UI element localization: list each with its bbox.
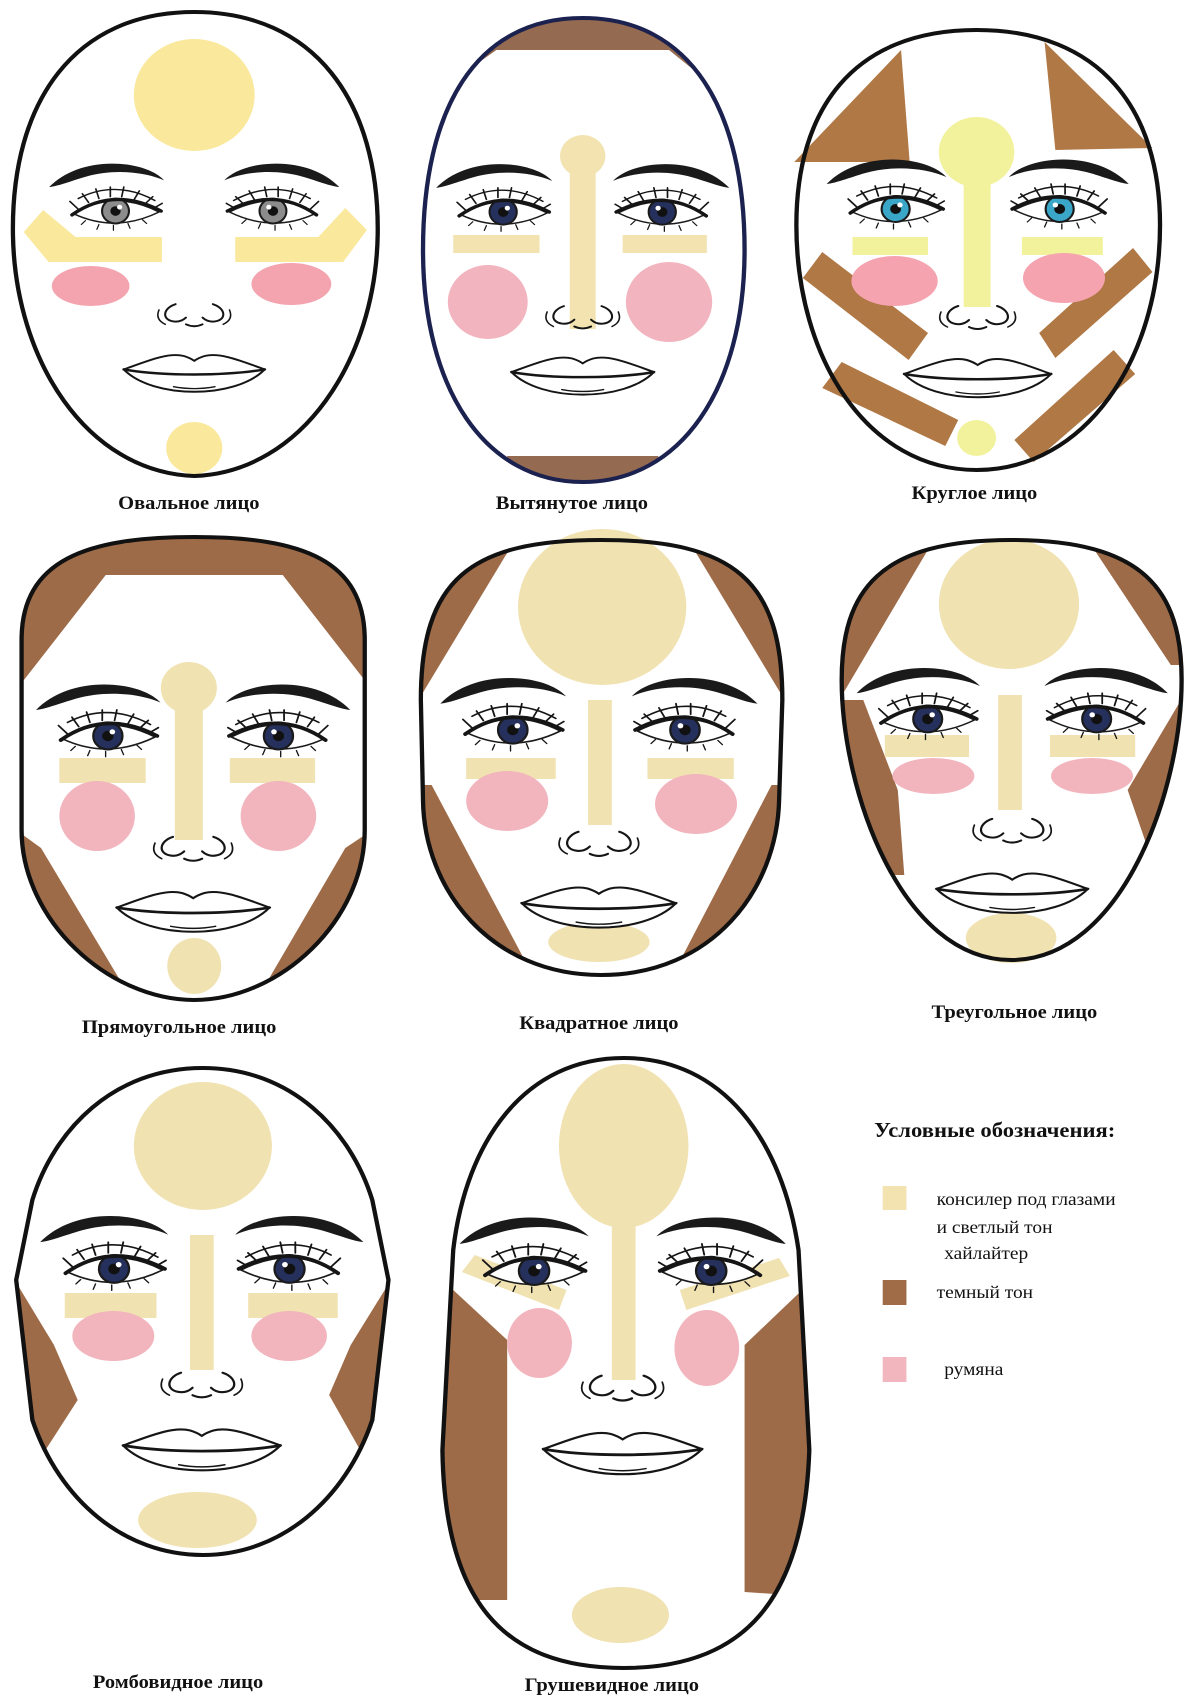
chin-highlight [572,1587,669,1643]
forehead-highlight [939,539,1079,669]
nose-highlight [175,688,203,840]
legend-swatch-highlight [883,1186,907,1210]
under-eye-highlight-left [852,237,928,255]
legend-label-highlight: и светлый тон [937,1218,1053,1238]
under-eye-highlight-right [623,235,707,253]
face-caption: Вытянутое лицо [496,493,648,514]
cheek-blush-right [674,1310,739,1386]
cheek-blush-right [241,781,317,851]
cheek-blush-right [1023,253,1105,303]
face-caption: Треугольное лицо [931,1002,1097,1023]
legend-label-highlight: консилер под глазами [937,1190,1116,1210]
cheek-blush-right [251,1311,327,1361]
legend-label-highlight: хайлайтер [944,1244,1028,1264]
cheek-blush-left [851,256,937,306]
cheek-blush-left [507,1308,572,1378]
face-pear: Грушевидное лицо [432,1058,818,1696]
face-caption: Грушевидное лицо [525,1675,699,1696]
face-caption: Овальное лицо [118,493,259,514]
face-caption: Круглое лицо [912,483,1038,504]
forehead-highlight [134,1082,272,1210]
chin-highlight [166,422,222,474]
under-eye-highlight-left [885,735,969,757]
chin-highlight [167,938,221,994]
face-caption: Ромбовидное лицо [93,1672,263,1693]
cheek-blush-right [1051,758,1133,794]
nose-highlight [570,156,596,329]
cheek-blush-right [626,262,712,342]
cheek-blush-right [655,774,737,834]
legend-title: Условные обозначения: [874,1119,1115,1142]
forehead-highlight [559,1064,688,1228]
nose-highlight [998,695,1022,810]
under-eye-highlight-right [1022,237,1103,255]
face-caption: Прямоугольное лицо [82,1017,277,1038]
nose-highlight [588,700,612,825]
cheek-blush-left [72,1311,154,1361]
nose-highlight [964,152,991,307]
under-eye-highlight-left [59,758,145,783]
cheek-blush-left [59,781,135,851]
cheek-blush-left [448,265,528,339]
legend-swatch-blush [883,1357,907,1382]
legend-label-contour: темный тон [937,1283,1033,1303]
nose-highlight [612,1220,636,1380]
cheek-blush-left [466,771,548,831]
legend-label-blush: румяна [944,1360,1004,1380]
chin-highlight [138,1492,257,1548]
nose-highlight [190,1235,214,1370]
chin-highlight [957,420,996,456]
cheek-blush-left [52,266,130,306]
cheek-blush-right [251,263,331,305]
under-eye-highlight-right [230,758,315,783]
forehead-highlight [134,39,255,151]
face-caption: Квадратное лицо [519,1013,678,1034]
legend-swatch-contour [883,1280,907,1305]
under-eye-highlight-left [453,235,539,253]
cheek-blush-left [892,758,974,794]
forehead-highlight [518,529,686,685]
under-eye-highlight-right [1050,735,1135,757]
